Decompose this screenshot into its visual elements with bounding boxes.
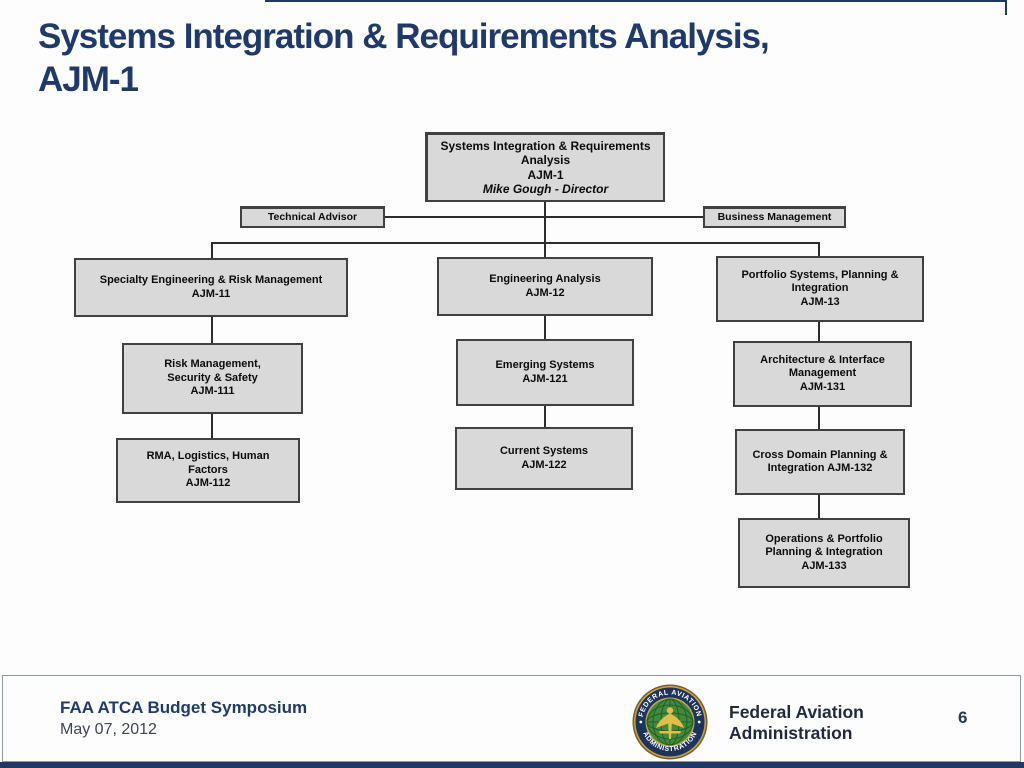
orgbox-code: AJM-1 (527, 167, 564, 182)
orgbox-name: Systems Integration & Requirements Analy… (440, 138, 651, 168)
orgbox-name: Portfolio Systems, Planning & Integratio… (741, 268, 899, 295)
orgbox-name: Architecture & Interface Management AJM-… (760, 353, 885, 393)
orgbox-code: AJM-11 (191, 287, 231, 300)
orgbox-business-management: Business Management (703, 206, 846, 228)
orgbox-director: Mike Gough - Director (482, 182, 609, 196)
connector-right-2 (818, 406, 820, 429)
orgbox-name: Current Systems AJM-122 (499, 445, 589, 471)
connector-right-3 (818, 494, 820, 518)
orgbox-code: AJM-13 (800, 295, 840, 308)
orgbox-technical-advisor: Technical Advisor (240, 206, 385, 228)
orgbox-ajm-132: Cross Domain Planning & Integration AJM-… (735, 429, 905, 495)
connector-span-horizontal (211, 242, 820, 244)
orgbox-ajm-121: Emerging Systems AJM-121 (456, 339, 634, 406)
footer-event-title: FAA ATCA Budget Symposium (60, 698, 308, 717)
connector-left-1 (211, 316, 213, 343)
orgbox-ajm-12: Engineering Analysis AJM-12 (437, 257, 653, 316)
orgbox-name: Cross Domain Planning & Integration AJM-… (752, 448, 888, 475)
top-accent-line (265, 0, 1007, 2)
orgbox-name: Engineering Analysis (489, 273, 601, 285)
orgbox-ajm-111: Risk Management, Security & Safety AJM-1… (122, 343, 303, 414)
connector-business-management (546, 216, 703, 218)
orgbox-ajm-13: Portfolio Systems, Planning & Integratio… (716, 256, 924, 322)
orgbox-ajm-131: Architecture & Interface Management AJM-… (733, 341, 912, 407)
orgbox-name: RMA, Logistics, Human Factors AJM-112 (146, 450, 270, 490)
connector-drop-right (818, 242, 820, 256)
orgbox-ajm-122: Current Systems AJM-122 (455, 427, 633, 490)
footer-panel (2, 675, 1021, 762)
agency-name: Federal Aviation Administration (729, 702, 864, 743)
bottom-navy-bar (0, 762, 1024, 768)
orgbox-ajm-11: Specialty Engineering & Risk Management … (74, 258, 348, 317)
orgbox-ajm-112: RMA, Logistics, Human Factors AJM-112 (116, 438, 300, 503)
orgbox-name: Technical Advisor (267, 211, 358, 223)
orgbox-name: Business Management (717, 211, 832, 223)
connector-technical-advisor (385, 216, 544, 218)
connector-mid-2 (544, 405, 546, 427)
orgbox-name: Risk Management, Security & Safety AJM-1… (164, 358, 261, 398)
faa-seal-logo: FEDERAL AVIATION ADMINISTRATION (632, 684, 708, 760)
footer-date: May 07, 2012 (60, 721, 157, 738)
connector-mid-1 (544, 315, 546, 339)
page-number: 6 (958, 708, 968, 727)
orgbox-code: AJM-12 (525, 286, 565, 299)
connector-left-2 (211, 413, 213, 438)
orgbox-name: Specialty Engineering & Risk Management (99, 274, 323, 286)
orgbox-ajm-1: Systems Integration & Requirements Analy… (425, 132, 665, 202)
connector-root-vertical (544, 202, 546, 257)
connector-right-1 (818, 321, 820, 341)
connector-drop-left (211, 242, 213, 258)
orgbox-ajm-133: Operations & Portfolio Planning & Integr… (738, 518, 910, 588)
orgbox-name: Emerging Systems AJM-121 (495, 359, 595, 385)
page-title: Systems Integration & Requirements Analy… (38, 17, 770, 99)
top-right-accent-tick (1005, 0, 1007, 15)
orgbox-name: Operations & Portfolio Planning & Integr… (765, 532, 883, 572)
